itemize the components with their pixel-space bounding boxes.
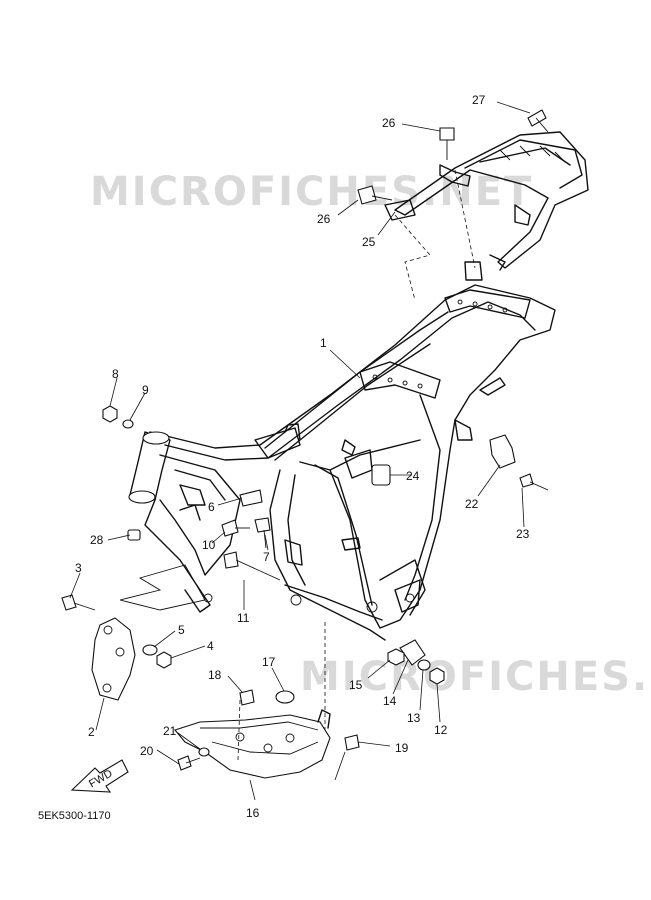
alignment-line-b <box>394 214 431 301</box>
callout-15: 15 <box>349 678 363 692</box>
callout-14: 14 <box>383 694 397 708</box>
callout-11: 11 <box>237 611 250 625</box>
callout-27: 27 <box>472 93 486 107</box>
callout-24: 24 <box>406 469 420 483</box>
callout-8: 8 <box>112 367 119 381</box>
callout-1: 1 <box>320 336 327 350</box>
callout-26-top: 26 <box>382 116 396 130</box>
callout-5: 5 <box>178 623 185 637</box>
callout-18: 18 <box>208 668 222 682</box>
skid-plate <box>174 709 331 779</box>
callout-6: 6 <box>208 500 215 514</box>
callout-9: 9 <box>142 383 149 397</box>
diagram-code: 5EK5300-1170 <box>38 810 111 822</box>
callouts: 27 26 26 25 1 8 9 28 6 10 7 11 3 5 4 2 2… <box>75 93 530 820</box>
callout-23: 23 <box>516 527 530 541</box>
callout-12: 12 <box>434 723 448 737</box>
callout-25: 25 <box>362 235 376 249</box>
callout-16: 16 <box>246 806 260 820</box>
fwd-arrow: FWD <box>70 759 129 793</box>
watermark-bottom: MICROFICHES.NET <box>300 654 651 700</box>
front-engine-bracket <box>91 617 136 701</box>
callout-10: 10 <box>202 538 216 552</box>
callout-3: 3 <box>75 561 82 575</box>
main-frame <box>149 284 556 641</box>
watermark-top: MICROFICHES.NET <box>90 169 533 215</box>
leader-lines <box>69 101 531 801</box>
small-parts <box>61 109 549 771</box>
callout-28: 28 <box>90 533 104 547</box>
callout-13: 13 <box>407 711 421 725</box>
head-pipe <box>128 431 241 613</box>
callout-26-left: 26 <box>317 212 331 226</box>
callout-21: 21 <box>163 724 177 738</box>
alignment-line-a <box>454 169 476 269</box>
callout-2: 2 <box>88 725 95 739</box>
callout-17: 17 <box>262 655 276 669</box>
callout-7: 7 <box>263 550 270 564</box>
callout-20: 20 <box>140 744 154 758</box>
callout-4: 4 <box>207 639 214 653</box>
callout-22: 22 <box>465 497 479 511</box>
callout-19: 19 <box>395 741 409 755</box>
engine-plate-outline <box>119 564 206 611</box>
